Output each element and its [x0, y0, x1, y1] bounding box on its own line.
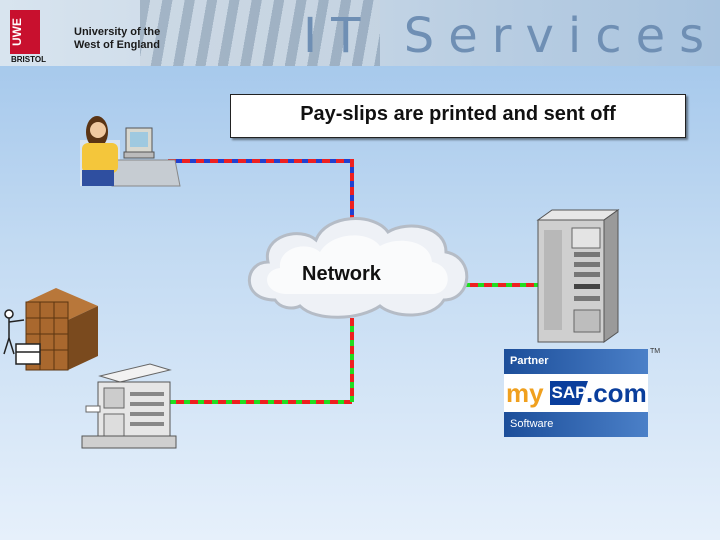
clerk-at-computer-icon [80, 116, 181, 187]
sap-com-text: .com [586, 378, 647, 408]
network-cloud-icon [247, 217, 469, 319]
university-name-line1: University of the [74, 26, 161, 38]
sap-badge: SAP [550, 381, 588, 405]
person-sorting-mail-icon [3, 309, 41, 365]
uwe-logo-icon [10, 10, 40, 54]
page-title: IT Services [303, 8, 719, 64]
pigeonhole-shelves-icon [25, 288, 98, 371]
header-banner: UWE BRISTOL University of the West of En… [0, 0, 720, 66]
cable-bottom [168, 318, 354, 404]
cable-top [168, 159, 354, 228]
keyboard-photo-icon [140, 0, 380, 66]
logo-city: BRISTOL [11, 55, 46, 64]
sap-software-band: Software [504, 412, 648, 437]
mysap-partner-logo: Partner my SAP .com Software [504, 349, 648, 437]
caption-text: Pay-slips are printed and sent off [300, 103, 616, 125]
sap-my-text: my [506, 378, 544, 408]
network-label: Network [302, 263, 381, 285]
university-name-line2: West of England [74, 39, 160, 51]
sap-trademark: TM [650, 348, 661, 355]
server-tower-icon [536, 209, 620, 343]
printer-copier-icon [81, 363, 177, 449]
sap-partner-band: Partner [504, 349, 648, 374]
caption-box: Pay-slips are printed and sent off [230, 94, 686, 138]
